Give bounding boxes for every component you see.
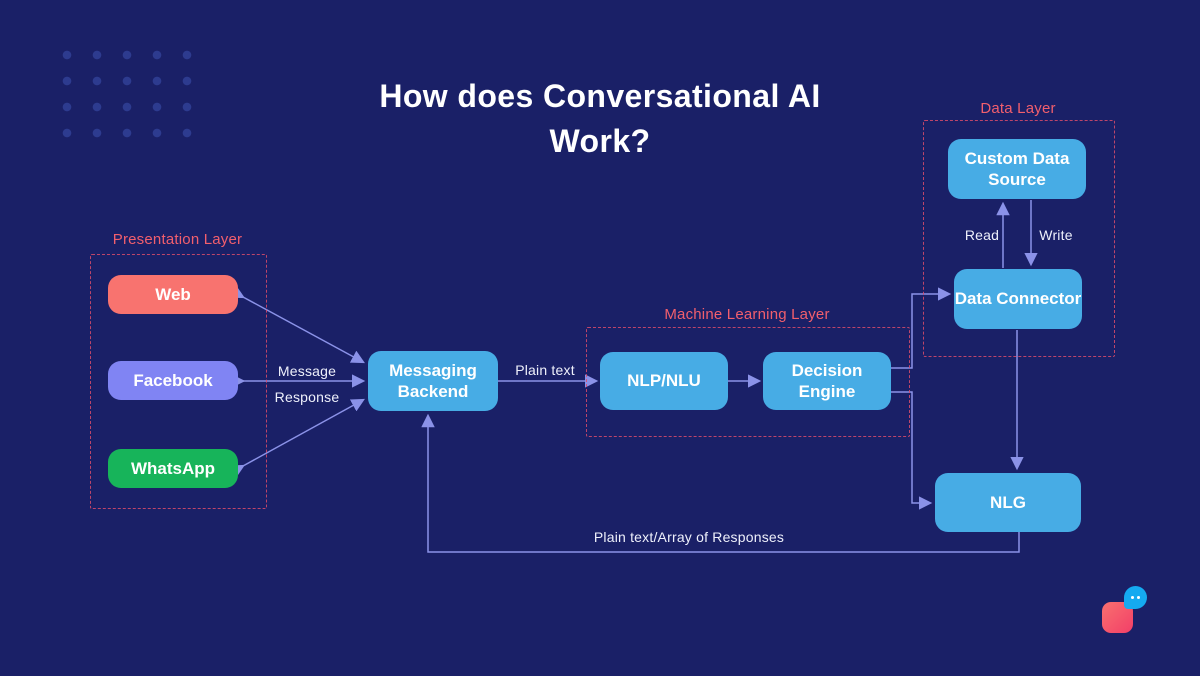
machine-learning-layer-box [586, 327, 910, 437]
chat-bubble-eye-dot [1137, 596, 1140, 599]
page-title-line2: Work? [549, 123, 651, 160]
edge-label-response: Response [274, 389, 340, 405]
data-layer-box [923, 120, 1115, 357]
edge-label-return-path: Plain text/Array of Responses [593, 529, 785, 545]
connector-whatsapp-backend [229, 398, 365, 478]
data-layer-label: Data Layer [980, 100, 1056, 117]
presentation-layer-label: Presentation Layer [112, 231, 243, 248]
presentation-layer-box [90, 254, 267, 509]
node-custom-data-source: Custom Data Source [948, 139, 1086, 199]
brand-logo [1096, 582, 1156, 638]
node-nlg: NLG [935, 473, 1081, 532]
node-facebook: Facebook [108, 361, 238, 400]
page-title: How does Conversational AI Work? [280, 74, 920, 165]
node-messaging-backend: Messaging Backend [368, 351, 498, 411]
node-data-connector: Data Connector [954, 269, 1082, 329]
edge-label-read: Read [964, 227, 1000, 243]
edge-label-plain-text: Plain text [515, 362, 575, 378]
node-nlp-nlu: NLP/NLU [600, 352, 728, 410]
chat-bubble-icon [1124, 586, 1147, 609]
connector-nlg-backend-return [421, 413, 1020, 553]
node-web: Web [108, 275, 238, 314]
edge-label-write: Write [1039, 227, 1073, 243]
chat-bubble-eye-dot [1131, 596, 1134, 599]
edge-label-message: Message [277, 363, 337, 379]
node-whatsapp: WhatsApp [108, 449, 238, 488]
connector-decision-nlg [891, 391, 933, 510]
decorative-dot-grid [52, 42, 202, 147]
connector-decision-dataconnector [891, 287, 952, 369]
node-decision-engine: Decision Engine [763, 352, 891, 410]
machine-learning-layer-label: Machine Learning Layer [664, 306, 830, 323]
connector-web-backend [229, 285, 365, 364]
page-title-line1: How does Conversational AI [379, 78, 821, 114]
